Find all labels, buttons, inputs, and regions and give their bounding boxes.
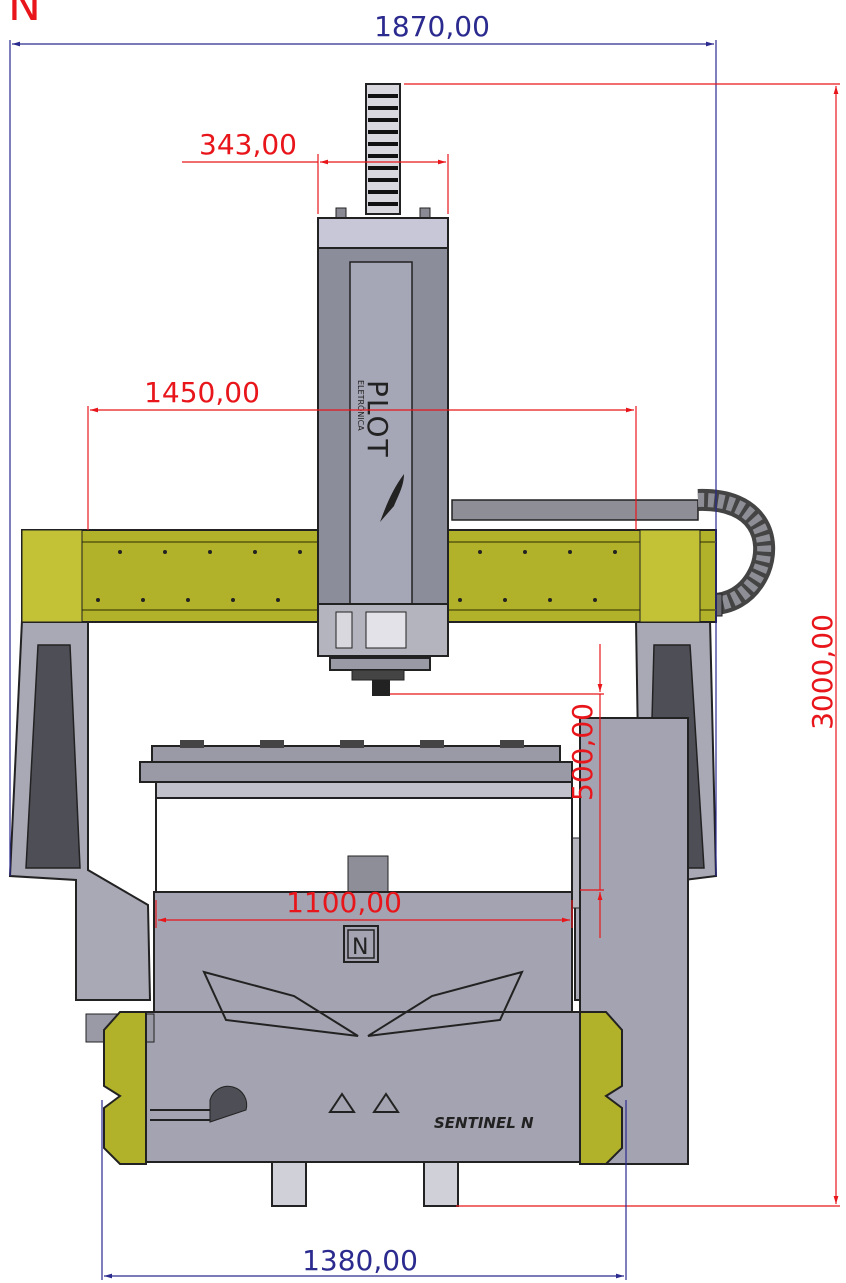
- dim-carriage-width-text: 343,00: [199, 128, 297, 161]
- bumper-right: [579, 1011, 623, 1165]
- head-brand-label: PLOT: [361, 380, 394, 459]
- dim-z-clearance: 500,00: [390, 644, 604, 938]
- base-logo-letter: N: [352, 935, 368, 960]
- cable-chain-top: [365, 83, 401, 215]
- bumper-left: [103, 1011, 147, 1165]
- dim-overall-height-text: 3000,00: [806, 614, 839, 730]
- spindle-head: [317, 207, 449, 696]
- dim-base-width-text: 1380,00: [302, 1244, 418, 1277]
- model-name-label: SENTINEL N: [434, 1114, 534, 1132]
- left-leg: [8, 619, 152, 1001]
- dim-z-clearance-text: 500,00: [566, 703, 599, 801]
- dim-overall-width-text: 1870,00: [374, 10, 490, 43]
- dim-overall-height: 3000,00: [404, 83, 840, 1207]
- dim-table-width-text: 1100,00: [286, 886, 402, 919]
- dim-table-width: 1100,00: [155, 886, 573, 928]
- dim-gantry-span: 1450,00: [87, 376, 637, 530]
- corner-mark: N: [8, 0, 41, 31]
- machine-body: [8, 83, 776, 1207]
- dim-carriage-width: 343,00: [182, 128, 449, 214]
- dim-gantry-span-text: 1450,00: [144, 376, 260, 409]
- dim-base-width: 1380,00: [101, 1100, 627, 1280]
- head-sub-label: ELETRÔNICA: [356, 380, 367, 431]
- dim-overall-width: 1870,00: [9, 10, 717, 876]
- work-table: [139, 740, 573, 897]
- machine-base: [85, 717, 689, 1207]
- base-logo: N: [343, 925, 379, 963]
